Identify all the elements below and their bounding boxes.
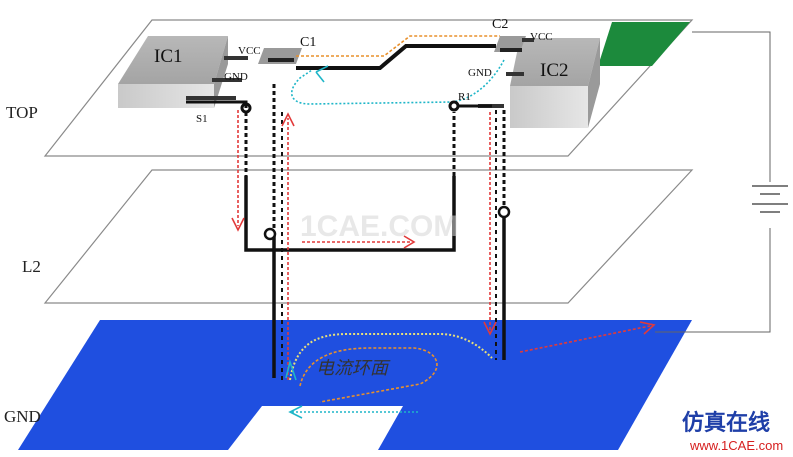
red-arrow-up-left <box>281 112 295 127</box>
gnd-label-ic1: GND <box>224 71 248 83</box>
top-trace-c1-c2 <box>296 44 496 70</box>
s1-label: S1 <box>196 113 208 125</box>
gnd-plane-cutout <box>228 406 403 450</box>
cyan-arrowhead-top <box>315 65 329 83</box>
red-arrow-s1 <box>231 217 245 232</box>
layer-label-l2: L2 <box>22 257 41 276</box>
ic2-label: IC2 <box>540 60 569 81</box>
brand-watermark: 仿真在线 <box>682 410 770 436</box>
red-arrow-gnd-right <box>639 321 656 335</box>
l2-signal-trace <box>244 176 456 252</box>
vcc-label-ic2: VCC <box>530 31 553 43</box>
green-pad <box>598 22 690 66</box>
r1-via <box>448 100 460 112</box>
ic1-pins <box>186 56 248 100</box>
layer-label-gnd: GND <box>4 407 41 426</box>
s1-trace <box>186 100 248 108</box>
brand-url: www.1CAE.com <box>689 438 783 453</box>
c2-label: C2 <box>492 17 508 32</box>
ic2-chip <box>510 38 600 128</box>
ic1-chip <box>118 36 228 108</box>
via-ring-l2-right <box>497 205 511 219</box>
battery-icon <box>752 185 788 213</box>
red-arrow-l2 <box>403 235 416 249</box>
cyan-current-path-top <box>290 59 505 105</box>
power-wire-return <box>655 228 771 333</box>
ic1-label: IC1 <box>154 46 183 67</box>
red-arrow-r1 <box>483 321 497 336</box>
l2-layer-plane <box>43 169 694 304</box>
orange-current-path <box>296 35 500 57</box>
c1-label: C1 <box>300 35 316 50</box>
current-loop-label: 电流环面 <box>316 358 391 379</box>
cyan-arrow-gnd <box>288 405 303 419</box>
gnd-label-ic2: GND <box>468 67 492 79</box>
cyan-loop-left <box>285 359 297 381</box>
via-ring-l2-left <box>263 227 277 241</box>
r1-label: R1 <box>458 91 471 103</box>
c1-capacitor <box>258 48 302 64</box>
current-loop-outline <box>289 333 493 381</box>
layer-label-top: TOP <box>6 103 38 122</box>
c2-capacitor <box>494 36 526 52</box>
watermark-center: 1CAE.COM <box>300 210 458 243</box>
red-current-gnd-right <box>519 325 651 353</box>
power-wire <box>692 31 771 182</box>
current-loop-inner <box>299 347 438 403</box>
vcc-label-ic1: VCC <box>238 45 261 57</box>
gnd-layer-plane <box>18 320 692 450</box>
